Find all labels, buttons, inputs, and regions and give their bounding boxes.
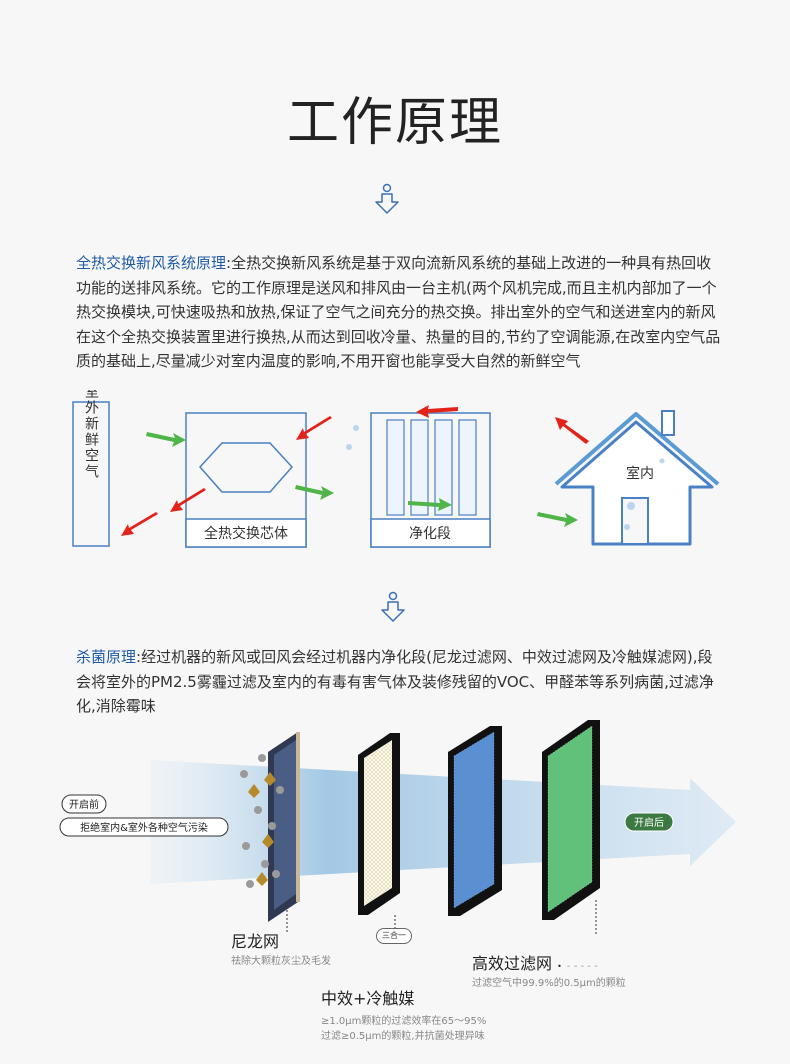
down-arrow-icon [375,183,399,214]
after-tag-text: 开启后 [634,816,664,829]
medium-sub2: 过滤≥0.5μm的颗粒,并抗菌处理异味 [321,1031,485,1042]
sterilize-paragraph: 杀菌原理:经过机器的新风或回风会经过机器内净化段(尼龙过滤网、中效过滤网及冷触媒… [76,645,726,719]
hepa-sub: 过滤空气中99.9%的0.5μm的颗粒 [472,978,626,989]
nylon-sub: 祛除大颗粒灰尘及毛发 [231,956,331,967]
hepa-title: 高效过滤网 • - - - - - [472,954,598,973]
after-tag [624,812,674,832]
indoor-label: 室内 [626,465,654,482]
house-icon [560,420,714,546]
nylon-caption: 尼龙网 祛除大颗粒灰尘及毛发 [231,928,331,967]
sterilize-heading: 杀菌原理 [76,648,137,666]
medium-title: 中效+冷触媒 [321,989,415,1008]
red-exhaust-arrows [121,405,589,536]
reject-tag-text: 拒绝室内&室外各种空气污染 [80,821,208,834]
combo-tag-text: 三合一 [382,931,406,940]
green-airflow-arrows [146,432,578,527]
sterilize-text: :经过机器的新风或回风会经过机器内净化段(尼龙过滤网、中效过滤网及冷触媒滤网),… [76,648,714,716]
heat-exchange-text: :全热交换新风系统是基于双向流新风系统的基础上改进的一种具有热回收功能的送排风系… [76,254,721,371]
nylon-title: 尼龙网 [231,932,280,951]
medium-filter [358,733,400,915]
leaf-icons [248,772,276,886]
filter-illustration: 开启前 拒绝室内&室外各种空气污染 开启后 [59,720,736,935]
before-tag [61,794,107,814]
core-label: 全热交换芯体 [204,525,288,542]
combo-tag: 三合一 [376,928,412,944]
outdoor-air-box [72,401,110,547]
medium-caption: 中效+冷触媒 ≥1.0μm颗粒的过滤效率在65〜95% 过滤≥0.5μm的颗粒,… [321,985,486,1042]
purify-label-box [370,518,491,548]
hepa-caption: 高效过滤网 • - - - - - 过滤空气中99.9%的0.5μm的颗粒 [472,950,626,989]
page-title: 工作原理 [286,93,503,153]
core-label-box [185,518,307,548]
heat-exchange-heading: 全热交换新风系统原理 [76,254,227,272]
airflow-diagram: 室外新鲜空气 全热交换芯体 净化段 室内 [72,390,720,548]
before-tag-text: 开启前 [69,798,99,811]
hepa-filter [542,720,600,920]
hexagon-core-icon [198,442,294,493]
particles [240,754,284,888]
purify-label: 净化段 [409,526,451,542]
reject-tag [59,817,229,837]
catalyst-filter [448,726,502,916]
medium-sub1: ≥1.0μm颗粒的过滤效率在65〜95% [321,1016,487,1027]
heat-exchange-paragraph: 全热交换新风系统原理:全热交换新风系统是基于双向流新风系统的基础上改进的一种具有… [76,251,726,374]
outdoor-air-label: 室外新鲜空气 [83,390,99,480]
down-arrow-icon [381,591,405,622]
